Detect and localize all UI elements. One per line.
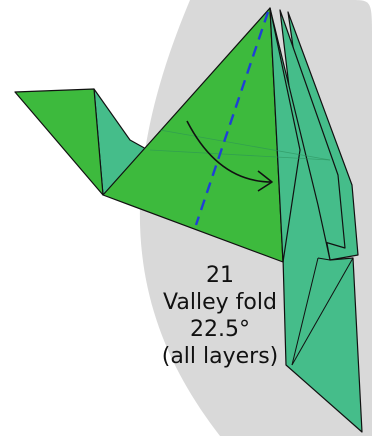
hidden-crease-2	[149, 149, 331, 161]
wing-crease-3	[317, 257, 331, 261]
wing-crease-2	[291, 257, 354, 366]
left-green-beak	[14, 88, 104, 196]
step-title: Valley fold	[163, 290, 277, 315]
wing-crease-1	[291, 257, 319, 366]
step-caption: 21 Valley fold 22.5° (all layers)	[150, 262, 290, 370]
dashed-valley-fold-line	[194, 11, 270, 226]
arrow-head	[257, 170, 273, 192]
step-angle: 22.5°	[190, 317, 250, 342]
step-number: 21	[206, 263, 234, 288]
curved-fold-arrow	[186, 120, 273, 183]
step-note: (all layers)	[161, 344, 279, 369]
front-right-strip	[269, 7, 301, 263]
hidden-crease-1	[159, 129, 331, 161]
